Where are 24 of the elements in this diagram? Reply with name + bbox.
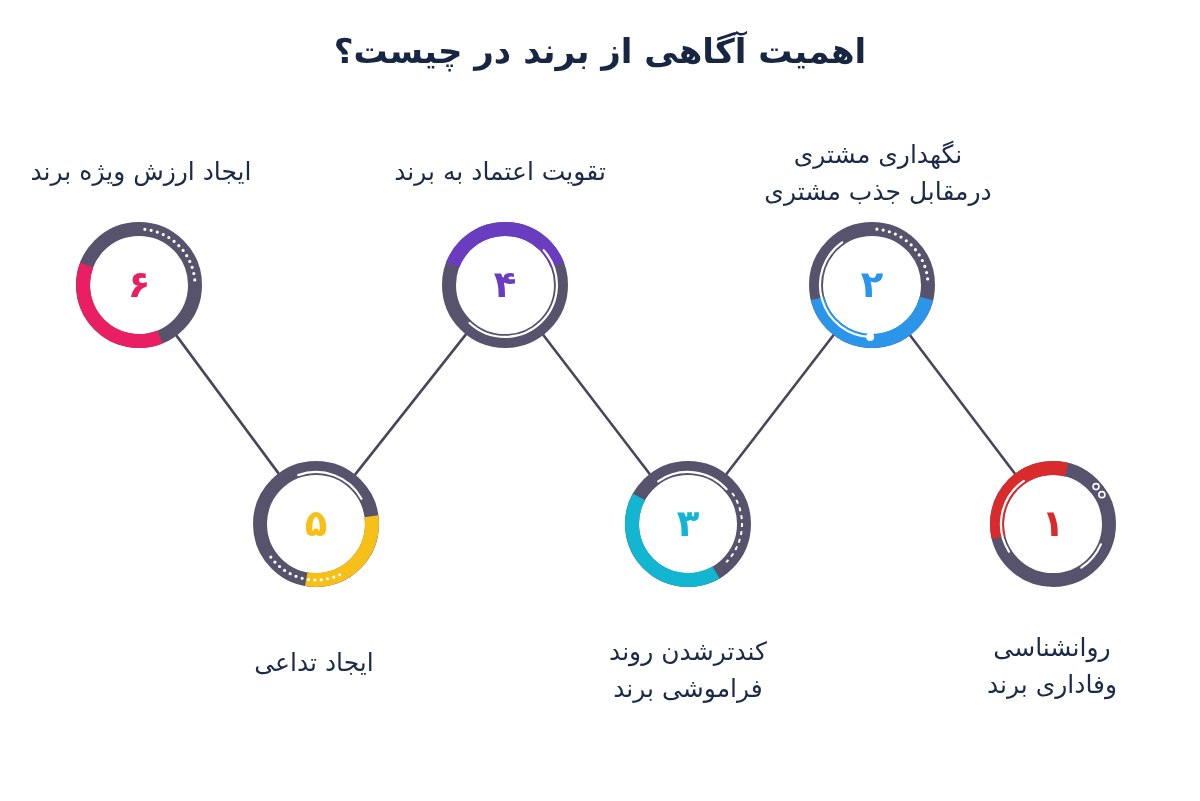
step-label: کندترشدن روند فراموشی برند [608,636,768,705]
connector-line [175,334,280,475]
step-label: نگهداری مشتری درمقابل جذب مشتری [763,139,993,208]
step-number: ۲ [860,264,884,306]
step-label: ایجاد ارزش ویژه برند [30,156,252,189]
step-number: ۴ [493,264,517,306]
connector-line [353,333,468,476]
step-label: روانشناسی وفاداری برند [985,632,1119,702]
progress-ring [252,460,380,588]
step-number: ۶ [127,264,151,306]
step-number: ۳ [676,503,700,545]
progress-ring [989,460,1117,588]
progress-ring [441,221,569,349]
progress-ring [808,221,936,349]
progress-ring [75,221,203,349]
progress-ring [624,460,752,588]
step-number: ۱ [1041,503,1065,545]
step-label: ایجاد تداعی [254,647,374,679]
step-number: ۵ [304,503,328,545]
connector-line [725,333,835,476]
step-label: تقویت اعتماد به برند [394,156,606,188]
connector-line [908,333,1017,476]
title: اهمیت آگاهی از برند در چیست؟ [333,30,867,74]
connector-line [542,333,651,476]
